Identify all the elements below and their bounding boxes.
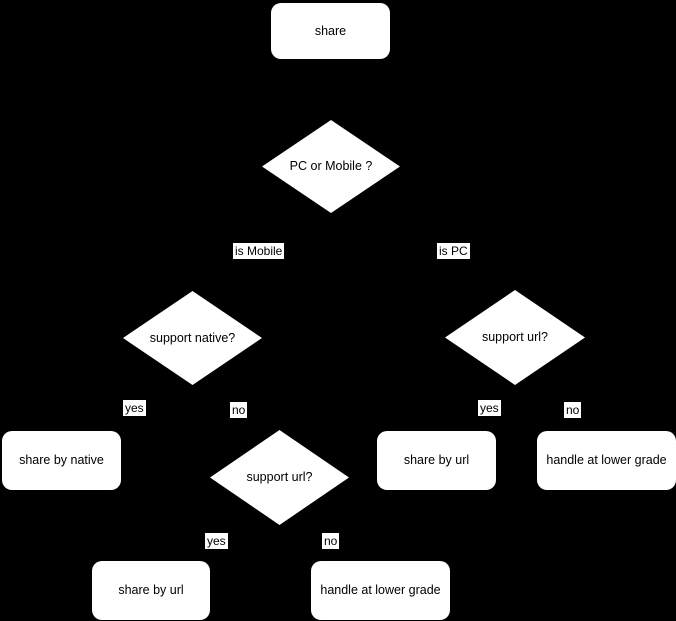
node-share-label: share <box>314 23 347 38</box>
edge-supporturlpc-no <box>515 384 607 431</box>
edge-label-support-native-yes: yes <box>123 400 146 416</box>
node-share[interactable]: share <box>271 3 390 59</box>
node-handle-lower-grade-mobile-label: handle at lower grade <box>320 583 441 597</box>
node-handle-lower-grade-pc-label: handle at lower grade <box>546 453 667 467</box>
edge-label-support-url-pc-yes: yes <box>478 400 501 416</box>
node-support-url-pc[interactable]: support url? <box>445 290 585 385</box>
node-share-by-url-mobile-label: share by url <box>118 583 184 597</box>
edge-label-is-pc: is PC <box>437 243 470 259</box>
edge-label-is-mobile: is Mobile <box>233 243 285 259</box>
node-share-by-native-label: share by native <box>19 453 104 467</box>
node-share-by-url-pc-label: share by url <box>403 453 470 467</box>
node-support-url-pc-label: support url? <box>481 330 548 344</box>
node-pc-or-mobile[interactable]: PC or Mobile ? <box>262 120 400 213</box>
node-handle-lower-grade-pc[interactable]: handle at lower grade <box>537 431 676 490</box>
edge-pcormobile-to-supporturlpc <box>400 165 516 290</box>
node-handle-lower-grade-mobile[interactable]: handle at lower grade <box>311 561 450 620</box>
edge-label-support-native-no: no <box>230 402 248 418</box>
node-share-by-native[interactable]: share by native <box>2 431 121 490</box>
node-support-url-mobile-label: support url? <box>246 470 313 484</box>
node-support-url-mobile[interactable]: support url? <box>210 430 349 525</box>
node-share-by-url-mobile[interactable]: share by url <box>92 561 210 620</box>
node-share-by-url-pc[interactable]: share by url <box>377 431 496 490</box>
edge-pcormobile-to-supportnative <box>191 165 262 291</box>
edge-label-support-url-mobile-yes: yes <box>205 533 228 549</box>
edge-label-support-url-pc-no: no <box>564 402 582 418</box>
node-pc-or-mobile-label: PC or Mobile ? <box>289 159 373 173</box>
edge-label-support-url-mobile-no: no <box>322 533 340 549</box>
node-support-native-label: support native? <box>149 330 236 345</box>
node-support-native[interactable]: support native? <box>123 291 262 385</box>
edge-supporturlpc-yes <box>435 384 515 431</box>
